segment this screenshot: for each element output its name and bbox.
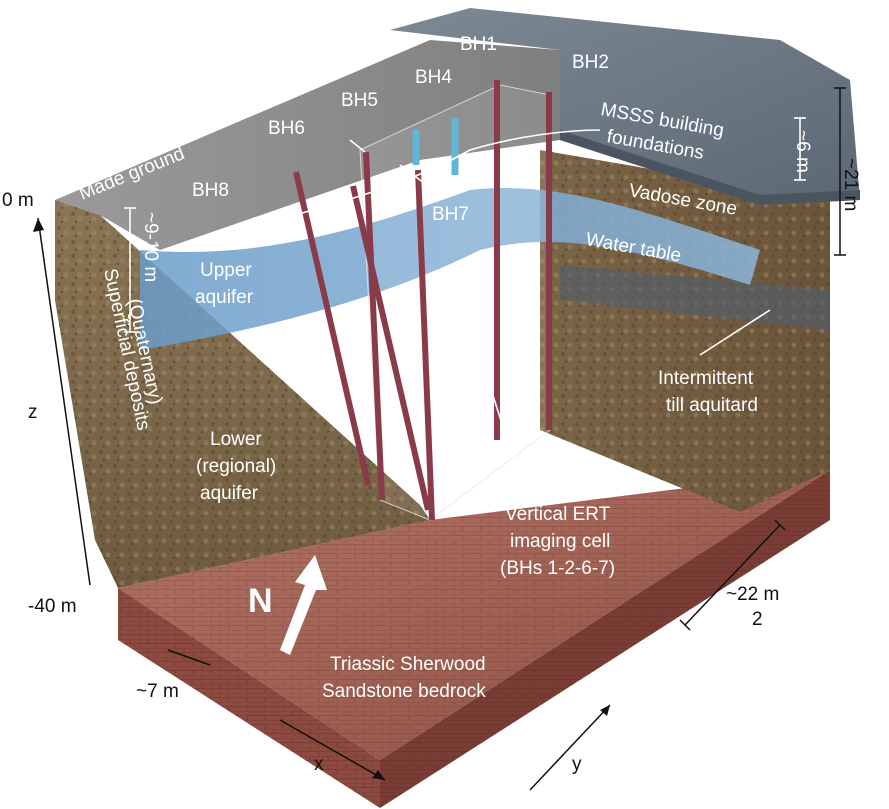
label-depth-bottom: -40 m xyxy=(28,596,77,617)
label-dim-6m: ~6 m xyxy=(792,130,813,173)
label-north: N xyxy=(248,582,273,620)
label-bh9: BH9 xyxy=(258,214,295,235)
label-depth-top: 0 m xyxy=(2,190,34,211)
building-block xyxy=(390,8,860,205)
label-lower-aquifer-3: aquifer xyxy=(200,483,259,504)
label-z-axis: z xyxy=(28,402,38,423)
bedrock-block xyxy=(118,470,830,808)
label-bh8: BH8 xyxy=(192,180,229,201)
label-bedrock-2: Sandstone bedrock xyxy=(322,681,486,702)
label-intermittent-2: till aquitard xyxy=(666,395,758,416)
label-dim-22m: ~22 m xyxy=(726,584,779,605)
made-ground-surface xyxy=(55,40,560,250)
label-bh5: BH5 xyxy=(341,90,378,111)
label-bedrock-1: Triassic Sherwood xyxy=(330,654,486,675)
label-bh4: BH4 xyxy=(415,67,452,88)
borehole-bh6 xyxy=(363,151,385,501)
label-dim-7m: ~7 m xyxy=(136,681,179,702)
label-bh7: BH7 xyxy=(432,204,469,225)
label-intermittent-1: Intermittent xyxy=(658,368,754,389)
label-dim-22m-sub: 2 xyxy=(752,609,763,630)
boreholes xyxy=(293,80,552,521)
label-dim-21m: ~21 m xyxy=(840,158,861,211)
label-lower-aquifer-1: Lower xyxy=(210,429,262,450)
label-lower-aquifer-2: (regional) xyxy=(196,456,276,477)
borehole-bh8 xyxy=(293,171,371,486)
label-bh1: BH1 xyxy=(460,34,497,55)
label-dim-9-10m: ~9-10 m xyxy=(140,212,161,282)
label-ert-1: Vertical ERT xyxy=(505,504,611,525)
axis-arrowheads xyxy=(33,218,610,780)
label-ert-3: (BHs 1-2-6-7) xyxy=(500,558,615,579)
label-bh2: BH2 xyxy=(572,52,609,73)
label-upper-aquifer-1: Upper xyxy=(200,260,252,281)
label-x-axis: x xyxy=(314,754,324,775)
dimension-lines xyxy=(37,87,846,791)
label-upper-aquifer-2: aquifer xyxy=(195,287,254,308)
label-bh6: BH6 xyxy=(268,118,305,139)
north-arrow-icon xyxy=(280,555,327,655)
label-ert-2: imaging cell xyxy=(510,531,610,552)
borehole-bh7 xyxy=(415,169,435,521)
label-y-axis: y xyxy=(572,754,582,775)
borehole-bh9 xyxy=(350,185,431,511)
annotation-lines xyxy=(124,117,806,481)
water-layer xyxy=(140,188,760,350)
